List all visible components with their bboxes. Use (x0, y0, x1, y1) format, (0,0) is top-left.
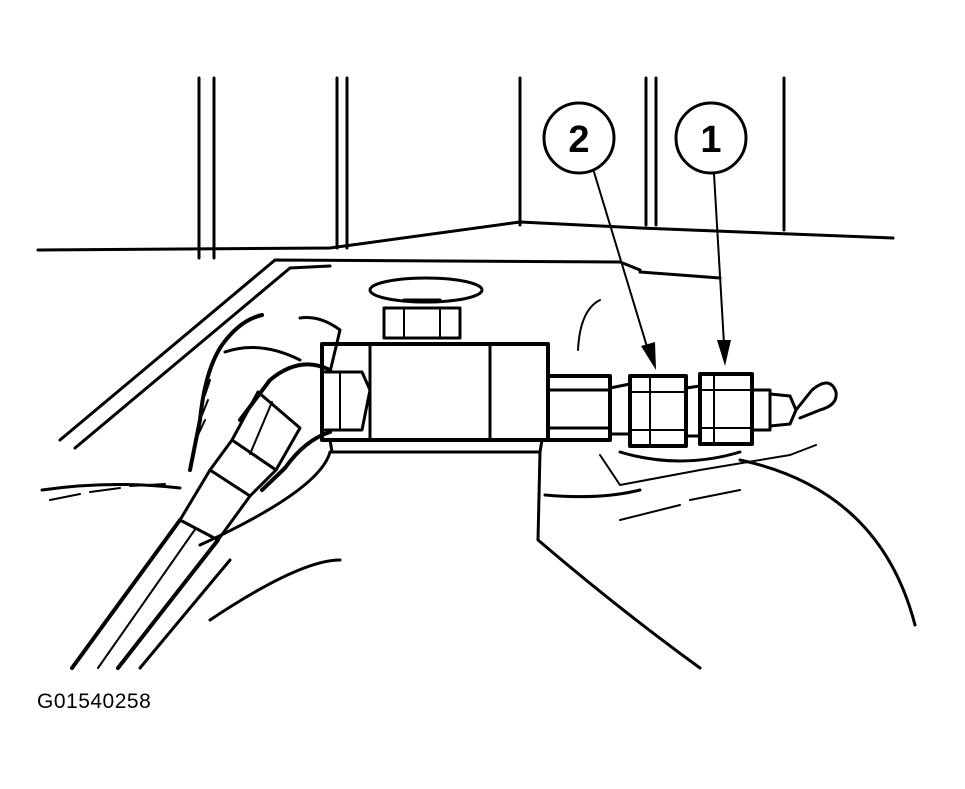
right-fitting-assembly (546, 372, 838, 521)
callout-2-label: 2 (568, 119, 589, 161)
coupling-outer (698, 372, 754, 446)
frame-rails (197, 76, 786, 260)
left-elbow-fitting (178, 362, 372, 542)
callout-2: 2 (542, 101, 656, 370)
floor-line (36, 220, 895, 252)
callout-1-label: 1 (700, 119, 721, 161)
tank-top-outline (58, 258, 722, 450)
callout-1: 1 (674, 101, 748, 366)
coupling-inner (628, 374, 688, 448)
tank-body (198, 450, 917, 670)
figure-id-label: G01540258 (37, 690, 152, 713)
valve-body (320, 342, 550, 454)
left-hoses (40, 313, 342, 670)
filler-cap (368, 276, 484, 340)
